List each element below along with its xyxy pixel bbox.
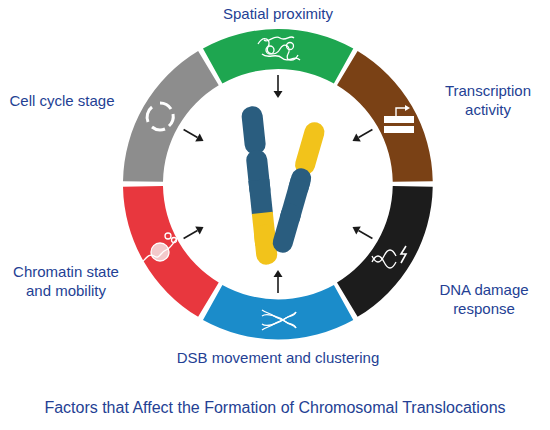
segment-shape (203, 285, 353, 339)
factor-label: Cell cycle stage (0, 90, 124, 109)
ring-segment: Cell cycle stage (123, 51, 219, 182)
segment-shape (337, 51, 433, 182)
inward-arrow-head (352, 227, 360, 235)
inward-arrow-shaft (277, 75, 279, 91)
chromosome-right (270, 120, 326, 255)
factor-label: Chromatin state and mobility (1, 262, 131, 300)
factor-label: DNA damage response (428, 280, 540, 318)
segment-fill (203, 285, 353, 339)
inward-arrow-head (195, 134, 203, 142)
inward-arrow-head (195, 227, 203, 235)
inward-arrow-shaft (277, 277, 279, 293)
factor-label: Transcription activity (432, 81, 544, 119)
inward-arrow-shaft (184, 130, 198, 138)
inward-arrow-shaft (184, 231, 198, 239)
inward-arrow-head (352, 134, 360, 142)
arrow-layer (184, 75, 373, 293)
segment-fill (123, 51, 219, 182)
inward-arrow-shaft (359, 231, 373, 239)
factor-label: Spatial proximity (163, 4, 393, 23)
ring-segment: Transcription activity (337, 51, 433, 182)
chromosome-left (241, 105, 279, 265)
segment-shape (337, 186, 433, 317)
segment-shape (123, 186, 219, 317)
ring-segment: Chromatin state and mobility (123, 186, 219, 317)
inward-arrow-head (274, 91, 283, 98)
segment-shape (123, 51, 219, 182)
ring-segment: DSB movement and clustering (203, 285, 353, 339)
factor-label: DSB movement and clustering (118, 347, 438, 366)
inward-arrow-shaft (359, 130, 373, 138)
segment-shape (203, 29, 353, 83)
segment-fill (123, 186, 219, 317)
inward-arrow-head (274, 270, 283, 277)
ring-segment: Spatial proximity (203, 29, 353, 83)
segment-fill (203, 29, 353, 83)
ring-segment: DNA damage response (337, 186, 433, 317)
figure-caption: Factors that Affect the Formation of Chr… (0, 398, 550, 418)
segment-fill (337, 186, 433, 317)
segment-fill (337, 51, 433, 182)
